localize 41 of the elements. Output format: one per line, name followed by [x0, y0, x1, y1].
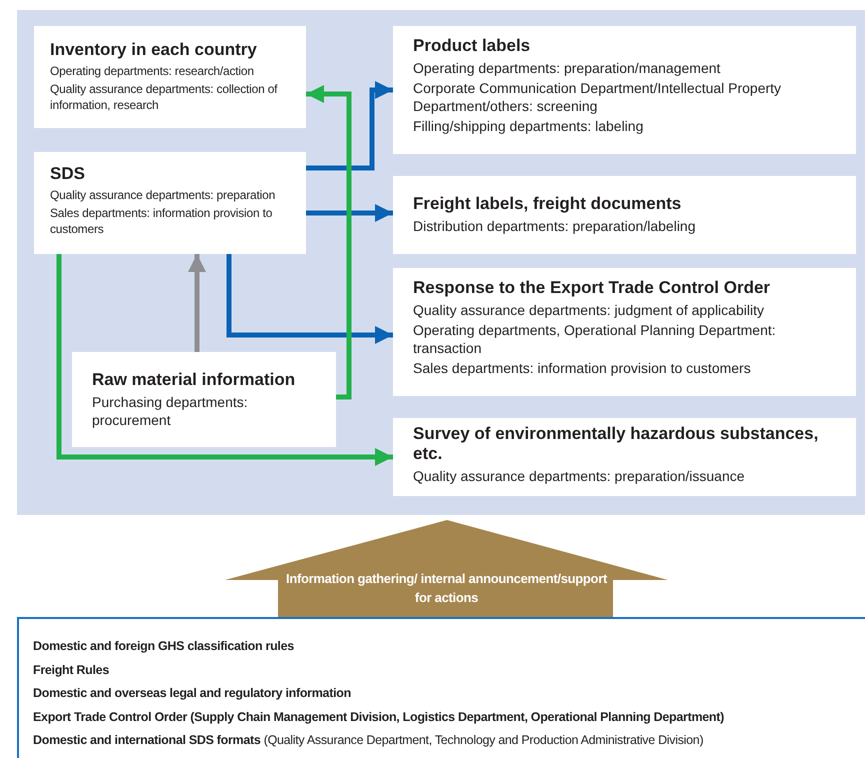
upward-arrow-shape: [225, 520, 668, 617]
list-item: Freight Rules: [33, 662, 110, 679]
box-text: Operating departments: preparation/management: [413, 59, 722, 77]
list-item: Export Trade Control Order (Supply Chain Management Division, Logistics Department, Operational Planning Department): [33, 708, 725, 726]
list-item: Domestic and overseas legal and regulatory information: [33, 685, 352, 702]
information-sources-box: [17, 617, 865, 758]
box-text: Quality assurance departments: collection of information, research: [50, 81, 278, 113]
box-heading: Raw material information: [92, 370, 296, 390]
arrow: [188, 254, 206, 352]
box-heading: Survey of environmentally hazardous substances, etc.: [413, 424, 820, 464]
info-box: [34, 152, 306, 254]
box-text: Operating departments: research/action: [50, 63, 255, 79]
box-text: Sales departments: information provision to customers: [413, 359, 752, 377]
arrow: [226, 254, 393, 344]
info-box: [34, 26, 306, 128]
info-box: [72, 352, 336, 447]
box-text: Corporate Communication Department/Intellectual Property Department/others: screening: [413, 79, 782, 115]
box-heading: Freight labels, freight documents: [413, 194, 682, 214]
box-text: Operating departments, Operational Planning Department: transaction: [413, 321, 777, 357]
box-heading: Response to the Export Trade Control Order: [413, 278, 772, 298]
info-box: [393, 418, 856, 496]
box-text: Distribution departments: preparation/labeling: [413, 217, 696, 235]
info-box: [393, 176, 856, 254]
box-heading: Product labels: [413, 36, 532, 56]
box-text: Quality assurance departments: judgment of applicability: [413, 301, 765, 319]
info-box: [393, 26, 856, 154]
box-text: Filling/shipping departments: labeling: [413, 117, 644, 135]
info-box: [393, 268, 856, 396]
list-item: Domestic and foreign GHS classification rules: [33, 638, 295, 655]
box-text: Sales departments: information provision to customers: [50, 205, 274, 237]
arrow: [56, 254, 393, 466]
list-item: Domestic and international SDS formats (Quality Assurance Department, Technology and Production Administrative Division): [33, 732, 704, 749]
arrow-label: Information gathering/ internal announcement/support for actions: [285, 570, 608, 607]
arrow: [306, 85, 352, 400]
box-text: Quality assurance departments: preparation: [50, 187, 276, 203]
box-text: Purchasing departments: procurement: [92, 393, 249, 429]
box-text: Quality assurance departments: preparation/issuance: [413, 467, 746, 485]
arrow: [306, 204, 393, 222]
arrow: [306, 81, 393, 170]
box-heading: SDS: [50, 164, 86, 184]
box-heading: Inventory in each country: [50, 40, 258, 60]
